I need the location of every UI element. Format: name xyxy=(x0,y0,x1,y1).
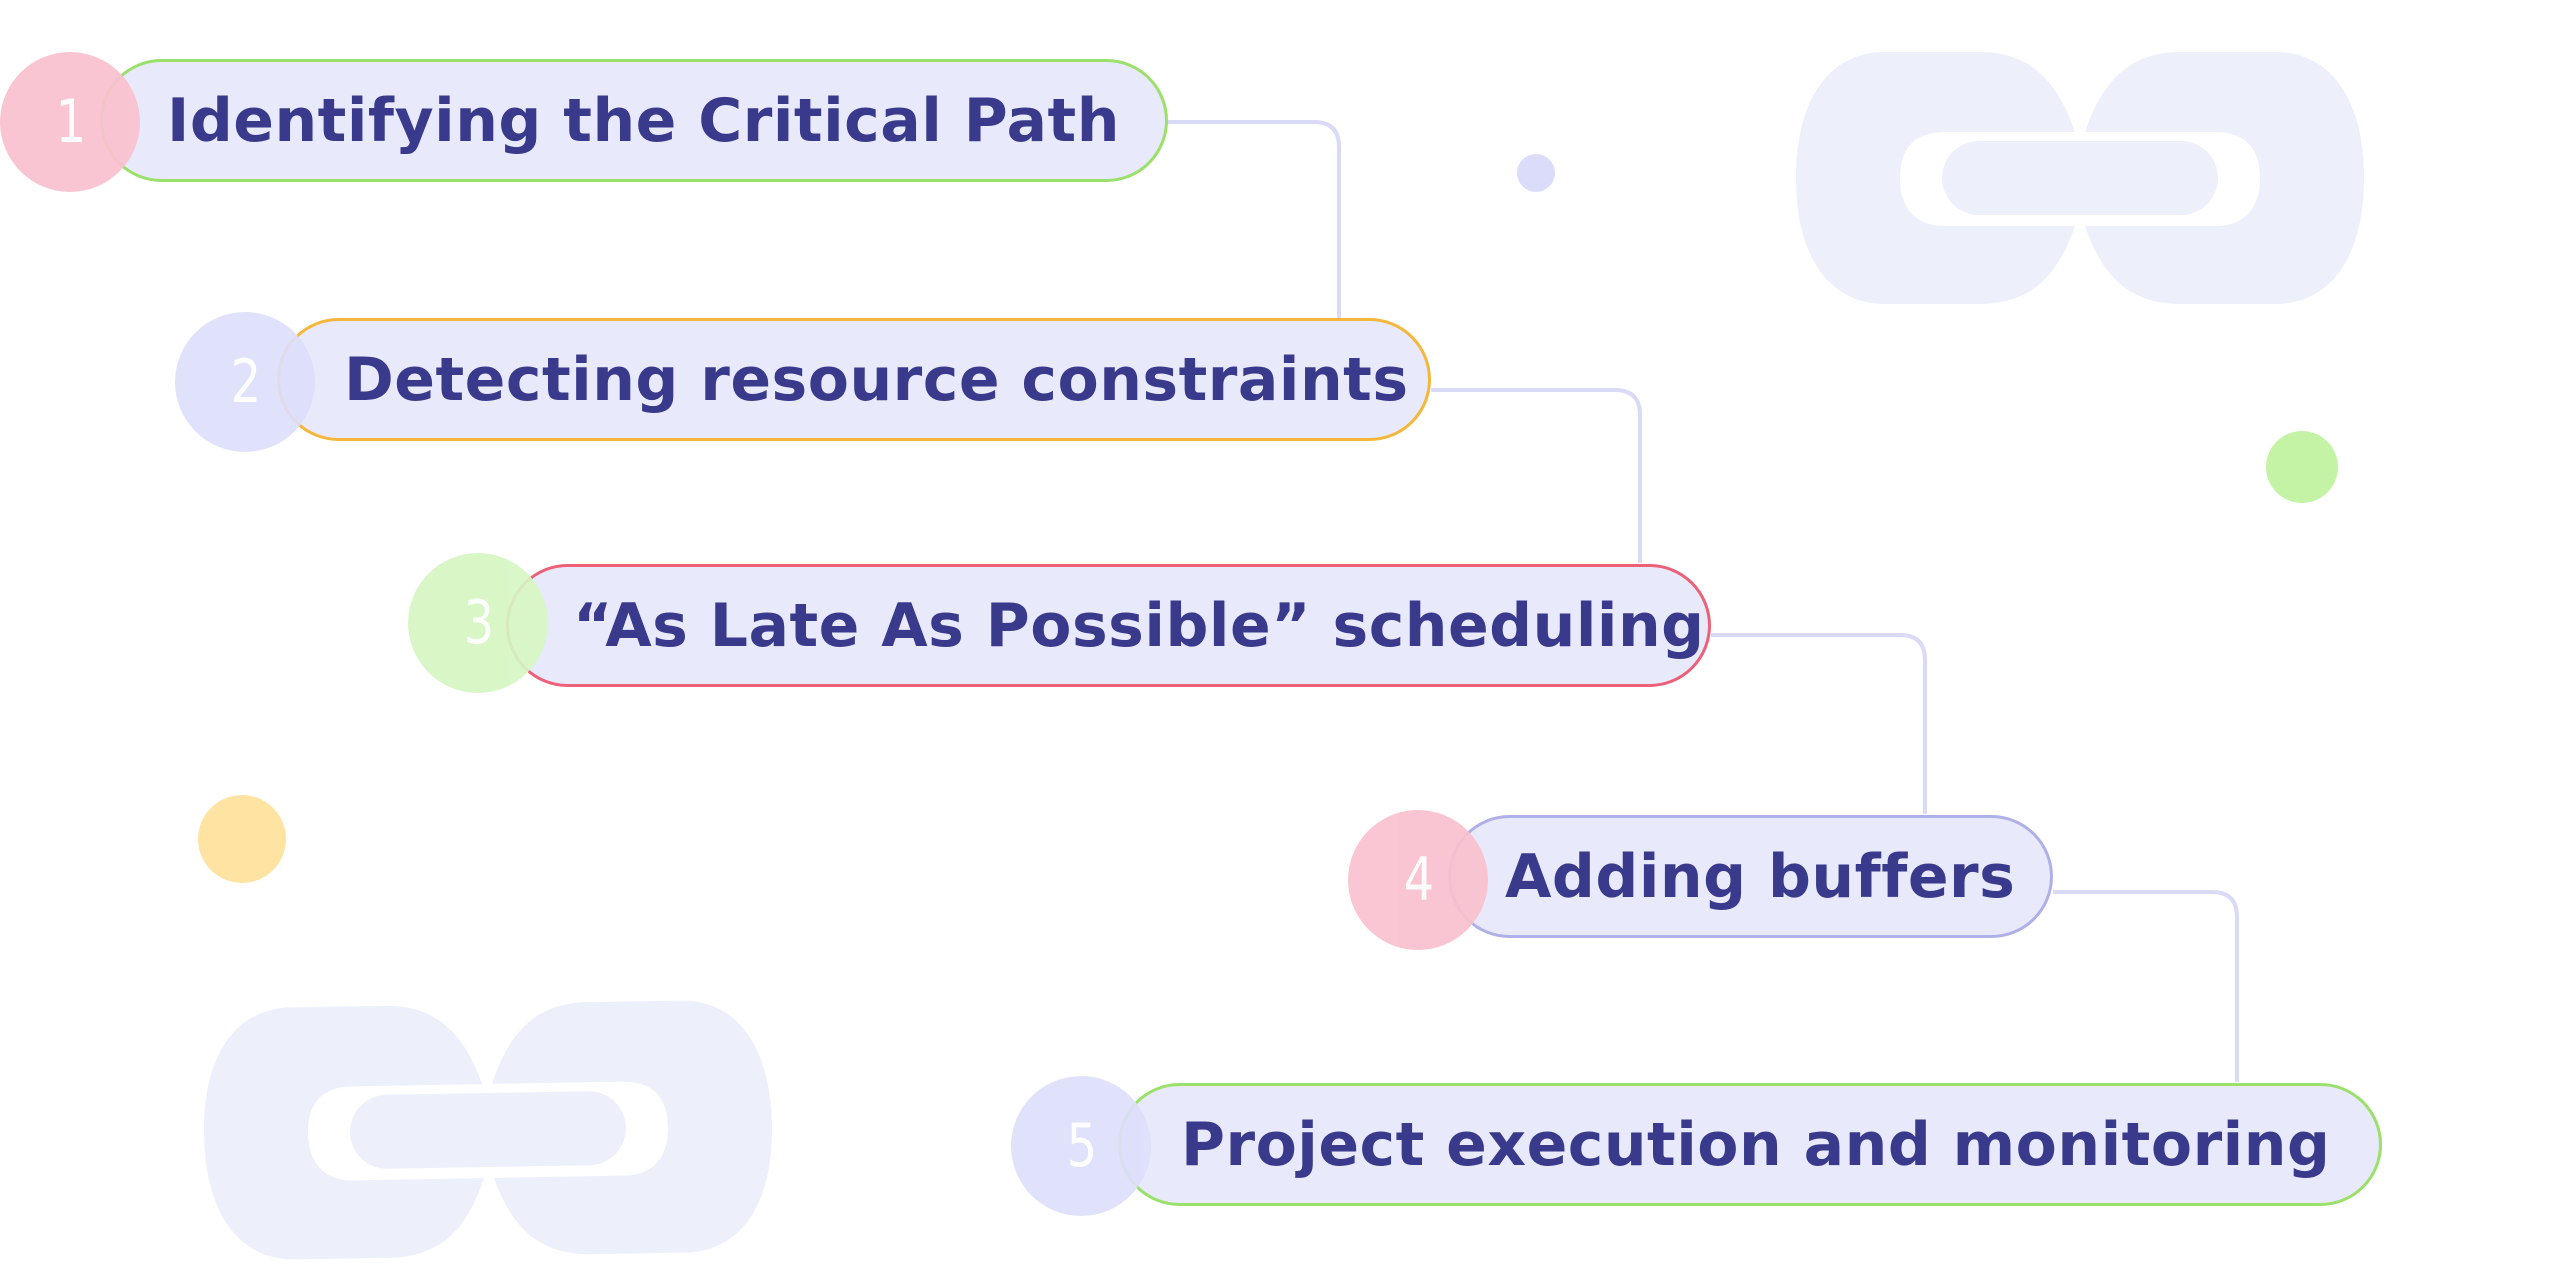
chain-link-icon xyxy=(204,1000,772,1260)
step-number-badge: 3 xyxy=(408,553,548,693)
decorative-dot-yellow xyxy=(198,795,286,883)
step-number: 3 xyxy=(463,588,495,658)
chain-link-icon xyxy=(1796,52,2364,304)
step-number-badge: 2 xyxy=(175,312,315,452)
decorative-dot-lavender xyxy=(1517,154,1555,192)
step-number: 5 xyxy=(1066,1111,1098,1181)
connector-2-3 xyxy=(1431,388,1642,563)
step-label: Detecting resource constraints xyxy=(344,344,1409,415)
step-number-badge: 1 xyxy=(0,52,140,192)
connector-3-4 xyxy=(1711,633,1927,814)
step-label: Project execution and monitoring xyxy=(1181,1109,2331,1180)
step-5-box: Project execution and monitoring xyxy=(1118,1083,2382,1206)
step-1-box: Identifying the Critical Path xyxy=(100,59,1168,182)
step-number-badge: 4 xyxy=(1348,810,1488,950)
step-number: 4 xyxy=(1403,845,1435,915)
step-2-box: Detecting resource constraints xyxy=(277,318,1431,441)
step-label: “As Late As Possible” scheduling xyxy=(573,590,1705,661)
decorative-dot-green xyxy=(2266,431,2338,503)
step-number-badge: 5 xyxy=(1011,1076,1151,1216)
step-number: 1 xyxy=(55,87,87,157)
step-number: 2 xyxy=(230,347,262,417)
connector-1-2 xyxy=(1168,120,1341,318)
step-3-box: “As Late As Possible” scheduling xyxy=(506,564,1711,687)
connector-4-5 xyxy=(2053,890,2239,1082)
step-label: Adding buffers xyxy=(1505,841,2016,912)
step-label: Identifying the Critical Path xyxy=(167,85,1120,156)
step-4-box: Adding buffers xyxy=(1448,815,2053,938)
